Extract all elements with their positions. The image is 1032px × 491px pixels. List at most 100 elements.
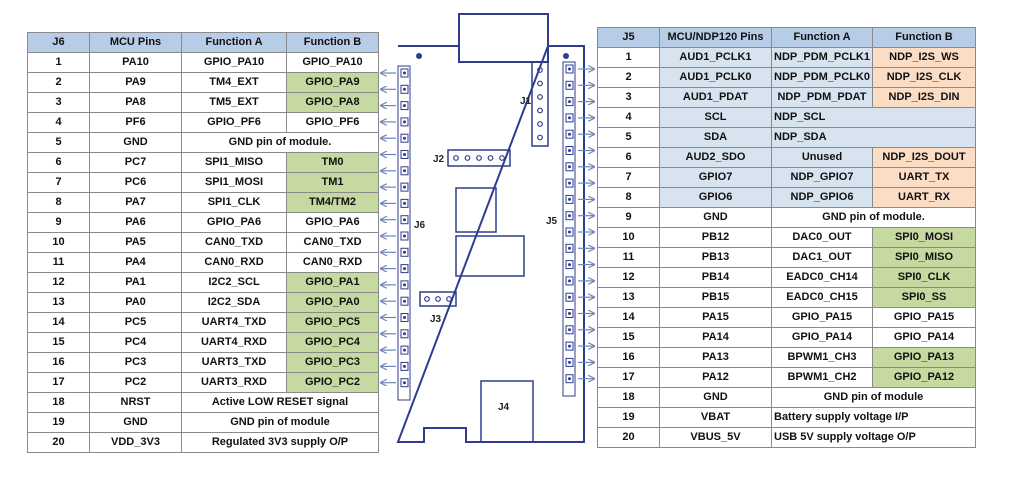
j5-function-b: NDP_I2S_CLK bbox=[872, 67, 976, 88]
j4-connector bbox=[480, 380, 534, 443]
j6-edge-pin bbox=[400, 247, 409, 257]
j6-edge-pin-dot bbox=[403, 104, 406, 108]
j5-function-b: NDP_I2S_WS bbox=[872, 47, 976, 68]
j5-edge-pin bbox=[565, 357, 574, 367]
j5-function-b: SPI0_MOSI bbox=[872, 227, 976, 248]
j6-function-b: CAN0_TXD bbox=[286, 232, 379, 253]
j6-edge-pin-dot bbox=[403, 267, 406, 271]
j6-label: J6 bbox=[414, 220, 426, 231]
j1-pins bbox=[537, 67, 543, 141]
j2-pin bbox=[464, 155, 471, 161]
j1-pin bbox=[537, 67, 543, 73]
j6-edge-pin bbox=[400, 296, 409, 306]
j6-edge-pin bbox=[400, 133, 409, 143]
j5-mcu-pin: AUD2_SDO bbox=[659, 147, 772, 168]
j5-edge-pin-dot bbox=[568, 246, 571, 250]
j6-edge-pin bbox=[400, 378, 409, 388]
j5-edge-pin bbox=[565, 276, 574, 286]
j5-function-b: GPIO_PA12 bbox=[872, 367, 976, 388]
j5-edge-pin-dot bbox=[568, 312, 571, 315]
j6-edge-pin-dot bbox=[403, 71, 406, 75]
j6-edge-pin bbox=[400, 329, 409, 339]
j3-pin bbox=[424, 296, 430, 302]
j1-pin bbox=[537, 134, 543, 141]
j6-function-b: GPIO_PA0 bbox=[286, 292, 379, 313]
j5-edge-pin-dot bbox=[568, 377, 571, 381]
j1-pin bbox=[537, 94, 543, 100]
j3-pin bbox=[446, 296, 452, 302]
j5-function-b: UART_RX bbox=[872, 187, 976, 208]
j6-header-mcu-pins: MCU Pins bbox=[89, 32, 182, 53]
j5-edge-pin-dot bbox=[568, 360, 571, 364]
j6-edge-pin-dot bbox=[403, 381, 406, 385]
j5-edge-pin-dot bbox=[568, 263, 571, 267]
j2-pin bbox=[487, 155, 494, 161]
j5-mcu-pin: PB14 bbox=[659, 267, 772, 288]
j6-header-connector: J6 bbox=[27, 32, 90, 53]
j6-edge-pin-dot bbox=[403, 348, 406, 352]
j3-pin bbox=[435, 296, 441, 302]
j6-function-b: GPIO_PF6 bbox=[286, 112, 379, 133]
j6-edge-pin-dot bbox=[403, 201, 406, 205]
board-outline bbox=[396, 45, 585, 443]
j5-header-mcu-ndp-pins: MCU/NDP120 Pins bbox=[659, 27, 772, 48]
j6-pin-number: 19 bbox=[27, 412, 90, 433]
j5-pin-description: USB 5V supply voltage O/P bbox=[771, 427, 976, 448]
j5-edge-pin-dot bbox=[568, 279, 571, 283]
j5-label: J5 bbox=[546, 216, 558, 227]
j6-function-a: GPIO_PA10 bbox=[181, 52, 287, 73]
j5-function-a: NDP_GPIO7 bbox=[771, 167, 873, 188]
j5-edge-pin-dot bbox=[568, 295, 571, 299]
j6-edge-pin-dot bbox=[403, 120, 406, 124]
j1-label: J1 bbox=[520, 96, 532, 107]
j6-function-b: TM1 bbox=[286, 172, 379, 193]
j5-function-a: EADC0_CH15 bbox=[771, 287, 873, 308]
j6-mcu-pin: PC3 bbox=[89, 352, 182, 373]
j6-edge-pin-dot bbox=[403, 234, 406, 238]
pin-arrows bbox=[381, 69, 594, 383]
j6-edge-pin-dot bbox=[403, 250, 406, 254]
j6-function-b: TM0 bbox=[286, 152, 379, 173]
j5-edge-pin-dot bbox=[568, 197, 571, 201]
j6-function-b: GPIO_PA1 bbox=[286, 272, 379, 293]
j5-edge-header bbox=[562, 61, 576, 397]
j5-mcu-pin: AUD1_PCLK1 bbox=[659, 47, 772, 68]
j5-function-b: NDP_I2S_DOUT bbox=[872, 147, 976, 168]
j5-edge-pin bbox=[565, 325, 574, 335]
j6-edge-pin-dot bbox=[403, 153, 406, 156]
j5-function-a: NDP_GPIO6 bbox=[771, 187, 873, 208]
j6-edge-pin-dot bbox=[403, 316, 406, 319]
j5-edge-pin bbox=[565, 64, 574, 74]
j5-edge-pin bbox=[565, 309, 574, 318]
j5-edge-pin bbox=[565, 129, 574, 139]
j6-edge-pin-dot bbox=[403, 185, 406, 189]
j6-function-b: TM4/TM2 bbox=[286, 192, 379, 213]
j5-edge-pin-dot bbox=[568, 83, 571, 87]
j5-edge-pin bbox=[565, 227, 574, 237]
j5-header-row: J5 MCU/NDP120 Pins Function A Function B bbox=[597, 27, 976, 48]
j6-edge-pin bbox=[400, 313, 409, 322]
j2-pin bbox=[453, 155, 459, 161]
j6-edge-pin bbox=[400, 84, 409, 94]
j6-edge-pin-dot bbox=[403, 218, 406, 222]
edge-pins bbox=[400, 64, 574, 388]
j2-label: J2 bbox=[433, 154, 445, 165]
j6-pin-number: 20 bbox=[27, 432, 90, 453]
j6-function-a: GPIO_PF6 bbox=[181, 112, 287, 133]
j1-pin bbox=[537, 80, 543, 87]
j5-pin-number: 20 bbox=[597, 427, 660, 448]
j5-edge-pin bbox=[565, 146, 574, 155]
